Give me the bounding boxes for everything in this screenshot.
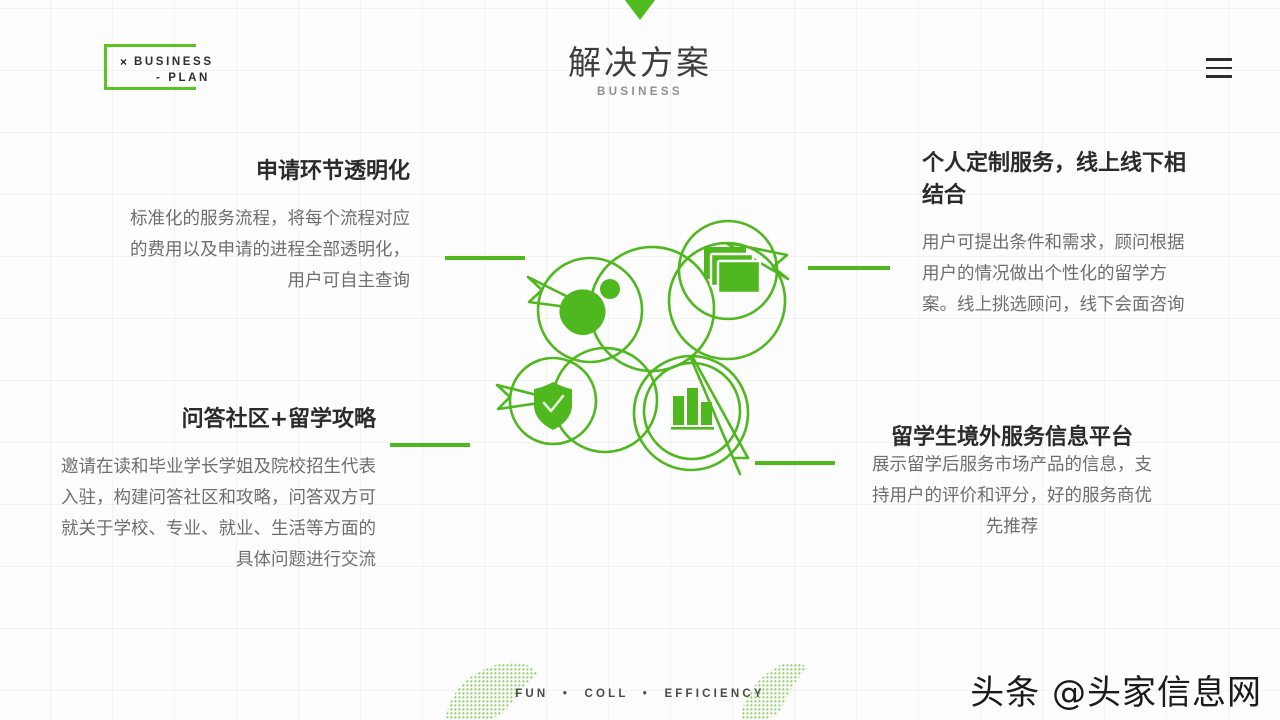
logo-bracket-icon — [104, 44, 196, 90]
feature-block-top-right: 个人定制服务，线上线下相结合 用户可提出条件和需求，顾问根据用户的情况做出个性化… — [922, 148, 1200, 321]
dotted-leaf-decoration-right — [740, 662, 808, 720]
tagline-separator-2: • — [642, 688, 651, 700]
logo-bracket-bottom-right — [174, 87, 196, 90]
logo-bracket-top-right — [174, 44, 196, 47]
tagline-separator-1: • — [562, 688, 571, 700]
node-shield-outer-bubble — [495, 346, 659, 454]
feature-title: 留学生境外服务信息平台 — [890, 425, 1133, 450]
feature-title: 申请环节透明化 — [255, 159, 410, 184]
leaf-icon — [559, 279, 620, 335]
tagline-item-efficiency: EFFICIENCY — [664, 688, 765, 700]
top-chevron-decoration — [596, 0, 684, 20]
connector-line-bottom-right — [755, 461, 835, 465]
node-leaf-outer-bubble — [526, 245, 716, 373]
connector-line-bottom-left — [390, 443, 470, 447]
shield-check-icon — [534, 382, 572, 430]
node-chart-outer-bubble — [632, 354, 750, 476]
node-shield-inner-circle — [508, 356, 598, 446]
feature-block-top-left: 申请环节透明化 标准化的服务流程，将每个流程对应的费用以及申请的进程全部透明化，… — [118, 156, 410, 297]
stacked-layers-icon — [704, 247, 762, 295]
menu-line-2 — [1206, 66, 1232, 70]
feature-block-bottom-left: 问答社区+留学攻略 邀请在读和毕业学长学姐及院校招生代表入驻，构建问答社区和攻略… — [52, 404, 376, 576]
bar-chart-icon — [671, 388, 714, 430]
menu-line-1 — [1206, 58, 1232, 61]
tagline-item-fun: FUN — [515, 688, 549, 700]
footer-tagline: FUN • COLL • EFFICIENCY — [0, 688, 1280, 700]
feature-body: 邀请在读和毕业学长学姐及院校招生代表入驻，构建问答社区和攻略，问答双方可就关于学… — [61, 456, 376, 571]
feature-body: 展示留学后服务市场产品的信息，支持用户的评价和评分，好的服务商优先推荐 — [872, 454, 1152, 538]
node-layers-outer-bubble — [667, 241, 790, 361]
page-subtitle: BUSINESS — [597, 86, 683, 98]
feature-block-bottom-right: 留学生境外服务信息平台 展示留学后服务市场产品的信息，支持用户的评价和评分，好的… — [868, 422, 1156, 543]
watermark: 头条 @头家信息网 — [970, 673, 1262, 713]
node-leaf-inner-circle — [536, 256, 644, 364]
brand-logo[interactable]: × BUSINESS - PLAN — [104, 44, 212, 90]
center-diagram — [430, 185, 860, 515]
connector-line-top-left — [445, 256, 525, 260]
dotted-leaf-decoration-left — [446, 661, 538, 720]
node-chart-inner-circle — [642, 361, 742, 461]
logo-line-2: - PLAN — [156, 72, 210, 84]
tagline-item-coll: COLL — [584, 688, 629, 700]
feature-title: 问答社区+留学攻略 — [181, 407, 376, 432]
feature-body: 标准化的服务流程，将每个流程对应的费用以及申请的进程全部透明化，用户可自主查询 — [130, 208, 410, 292]
page-title: 解决方案 — [568, 43, 712, 82]
logo-mark-icon: × — [120, 55, 128, 69]
menu-line-3 — [1206, 75, 1232, 78]
logo-line-1: BUSINESS — [134, 56, 214, 68]
diagram-svg — [495, 219, 790, 476]
feature-body: 用户可提出条件和需求，顾问根据用户的情况做出个性化的留学方案。线上挑选顾问，线下… — [922, 232, 1185, 316]
hamburger-menu-icon[interactable] — [1206, 58, 1232, 78]
node-layers-inner-circle — [677, 219, 779, 321]
connector-line-top-right — [808, 266, 890, 270]
feature-title: 个人定制服务，线上线下相结合 — [922, 151, 1187, 208]
